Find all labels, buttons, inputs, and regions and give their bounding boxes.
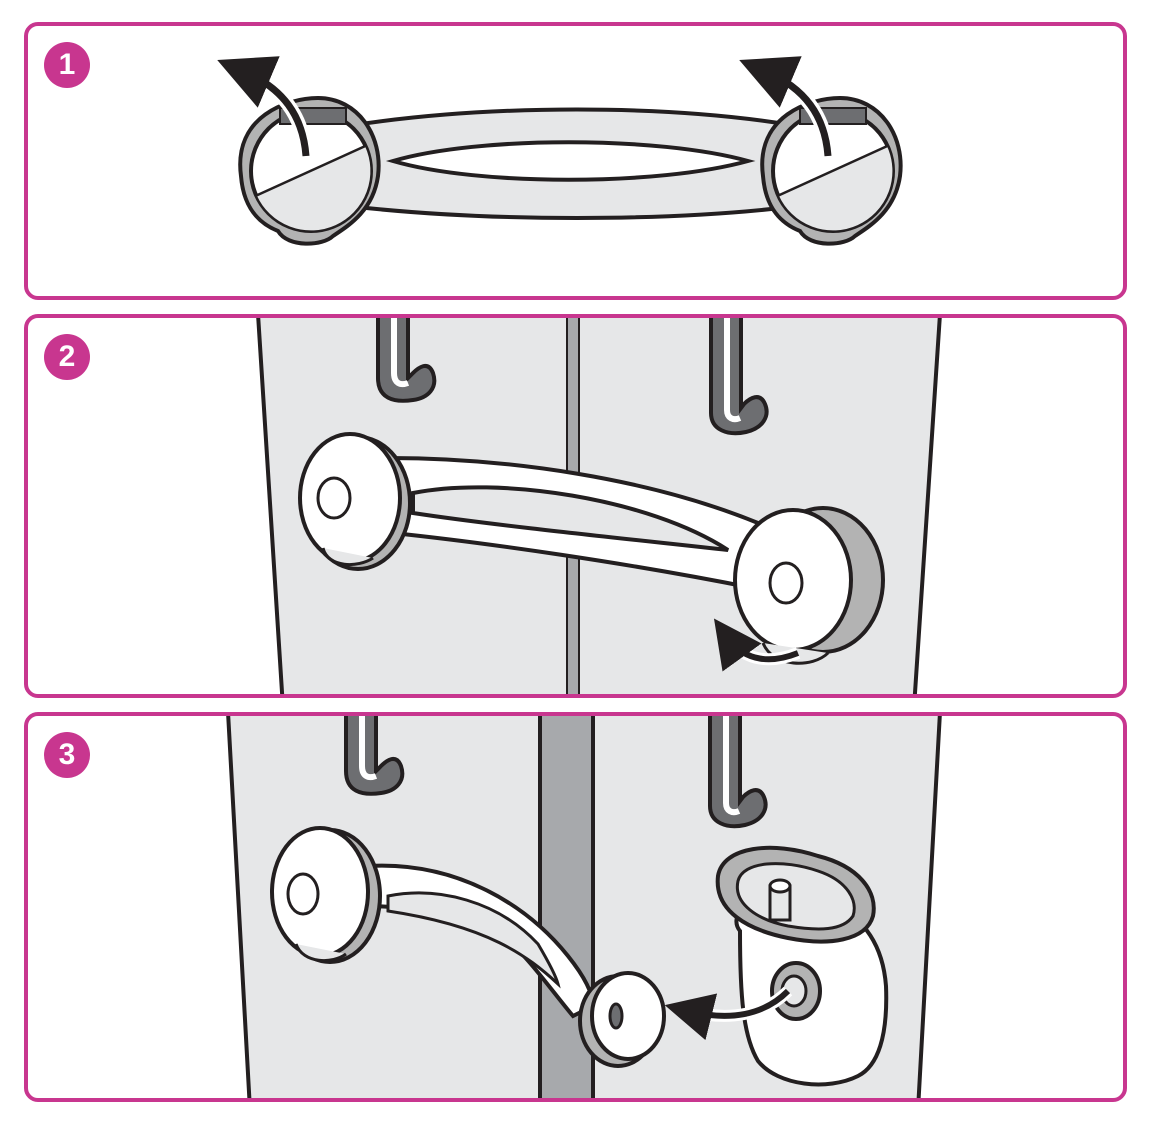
step-1-illustration [217,56,903,246]
door-handle-right-highlight [723,716,741,816]
left-lock-pad [298,432,412,571]
left-lock-pad [270,826,382,964]
lock-strap [346,107,800,220]
lift-arrow-left-stroke [217,56,310,157]
lock-strap [385,455,761,591]
door-handle-right-highlight [724,318,742,423]
right-lock-mount [715,845,889,1087]
door-handle-left-highlight [391,318,410,388]
step-1-panel: 1 [24,22,1127,300]
left-adhesive-pad [238,95,381,246]
lift-arrow-right-stroke [739,56,832,157]
step-3-illustration [226,716,942,1098]
step-3-panel: 3 [24,712,1127,1102]
step-2-panel: 2 [24,314,1127,698]
pull-out-arrow-stroke [664,988,791,1041]
step-2-badge: 2 [44,334,90,380]
release-button [578,971,666,1068]
right-lock-pad [733,506,885,665]
door-handle-left-highlight [359,716,378,781]
step-1-badge: 1 [44,42,90,88]
release-arrow-stroke [713,618,800,672]
right-adhesive-pad [760,95,903,246]
step-2-illustration [256,318,942,694]
step-3-badge: 3 [44,732,90,778]
